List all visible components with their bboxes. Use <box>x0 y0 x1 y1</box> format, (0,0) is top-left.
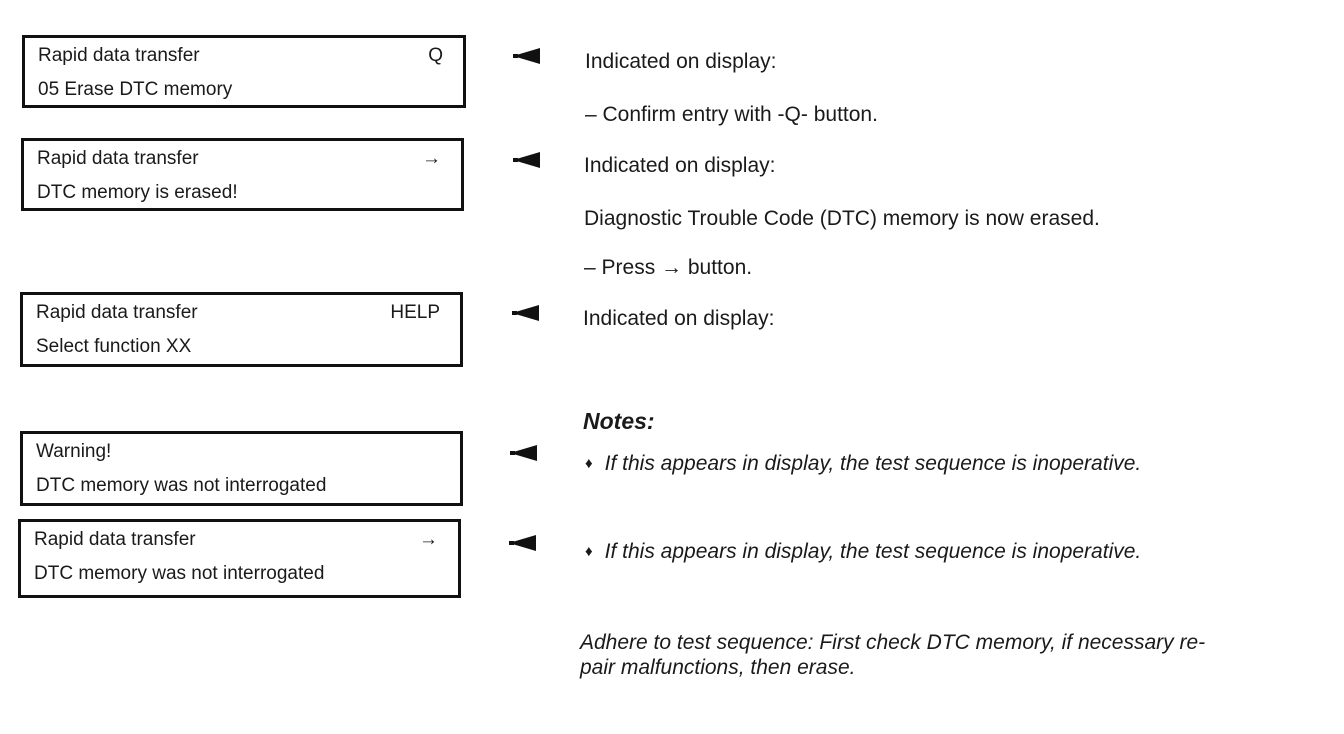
display-right-symbol: → <box>419 529 438 550</box>
note-item: ♦ If this appears in display, the test se… <box>585 540 1141 563</box>
display-box-not-interrogated: Rapid data transfer DTC memory was not i… <box>18 519 461 598</box>
pointer-left-icon <box>512 305 539 321</box>
note-text: If this appears in display, the test seq… <box>604 452 1142 475</box>
pointer-left-icon <box>513 152 540 168</box>
display-line-2: 05 Erase DTC memory <box>38 79 233 100</box>
display-line-1: Rapid data transfer <box>36 302 198 323</box>
pointer-left-icon <box>513 48 540 64</box>
indicated-on-display-3: Indicated on display: <box>583 307 775 330</box>
dtc-erased-info: Diagnostic Trouble Code (DTC) memory is … <box>584 207 1100 230</box>
adhere-line-2: pair malfunctions, then erase. <box>580 656 856 680</box>
adhere-sequence-paragraph: Adhere to test sequence: First check DTC… <box>580 630 1205 680</box>
confirm-instruction: – Confirm entry with -Q- button. <box>585 103 878 126</box>
display-box-erase-dtc: Rapid data transfer 05 Erase DTC memory … <box>22 35 466 108</box>
note-text: If this appears in display, the test seq… <box>604 540 1142 563</box>
display-right-symbol: Q <box>428 45 443 66</box>
note-item: ♦ If this appears in display, the test se… <box>585 452 1141 475</box>
display-box-select-function: Rapid data transfer Select function XX H… <box>20 292 463 367</box>
display-box-warning: Warning! DTC memory was not interrogated <box>20 431 463 506</box>
pointer-left-icon <box>510 445 537 461</box>
display-line-1: Rapid data transfer <box>38 45 200 66</box>
display-line-2: DTC memory was not interrogated <box>34 563 325 584</box>
display-right-symbol: HELP <box>390 302 440 323</box>
display-right-symbol: → <box>422 148 441 169</box>
display-box-dtc-erased: Rapid data transfer DTC memory is erased… <box>21 138 464 211</box>
display-line-2: DTC memory is erased! <box>37 182 238 203</box>
press-button-instruction: – Press → button. <box>584 256 753 279</box>
display-line-1: Rapid data transfer <box>37 148 199 169</box>
display-line-1: Warning! <box>36 441 112 462</box>
indicated-on-display-1: Indicated on display: <box>585 50 777 73</box>
diamond-bullet-icon: ♦ <box>585 543 593 560</box>
adhere-line-1: Adhere to test sequence: First check DTC… <box>580 631 1206 654</box>
indicated-on-display-2: Indicated on display: <box>584 154 776 177</box>
notes-heading: Notes: <box>583 408 655 434</box>
display-line-1: Rapid data transfer <box>34 529 196 550</box>
diamond-bullet-icon: ♦ <box>585 455 593 472</box>
display-line-2: Select function XX <box>36 336 192 357</box>
pointer-left-icon <box>509 535 536 551</box>
display-line-2: DTC memory was not interrogated <box>36 475 327 496</box>
